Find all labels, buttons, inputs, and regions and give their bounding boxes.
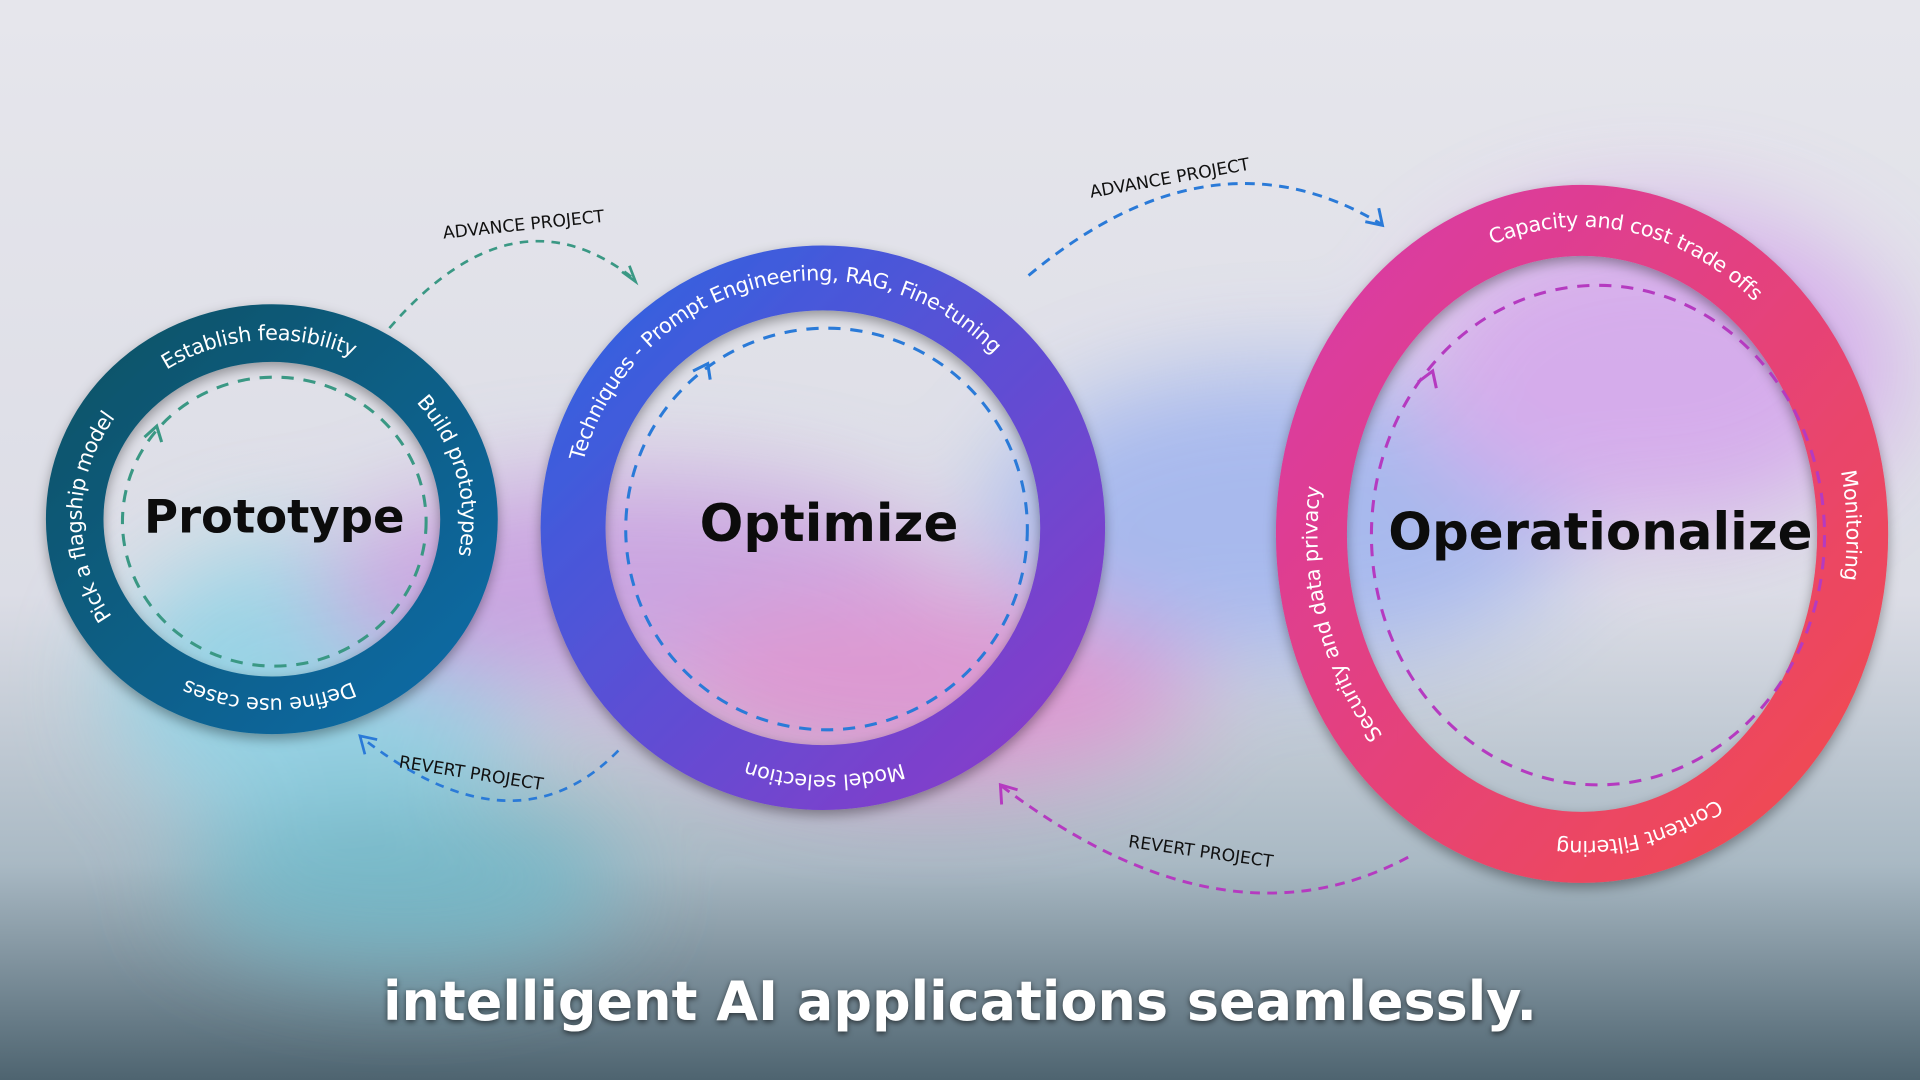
arrowhead-icon	[621, 265, 639, 286]
operationalize-title: Operationalize	[1388, 503, 1812, 563]
operationalize-cycle-dashes	[1369, 283, 1827, 787]
optimize-cycle-dashes	[624, 326, 1029, 732]
optimize-cycle-arrowhead-icon	[692, 361, 712, 380]
optimize-ring	[540, 245, 1106, 810]
prototype-stage: Prototype Pick a flagship model Establis…	[45, 304, 498, 735]
optimize-title: Optimize	[700, 494, 959, 554]
prototype-ring	[45, 304, 498, 735]
video-subtitle: intelligent AI applications seamlessly.	[382, 970, 1538, 1033]
prototype-cycle-dashes	[120, 375, 428, 668]
operationalize-ring	[1275, 184, 1889, 883]
arrowhead-icon	[998, 782, 1018, 805]
arrowhead-icon	[1364, 207, 1385, 228]
prototype-cycle-arrowhead-icon	[143, 423, 164, 443]
operationalize-cycle-arrowhead-icon	[1417, 368, 1438, 389]
prototype-title: Prototype	[144, 490, 405, 544]
arrowhead-icon	[358, 734, 378, 755]
